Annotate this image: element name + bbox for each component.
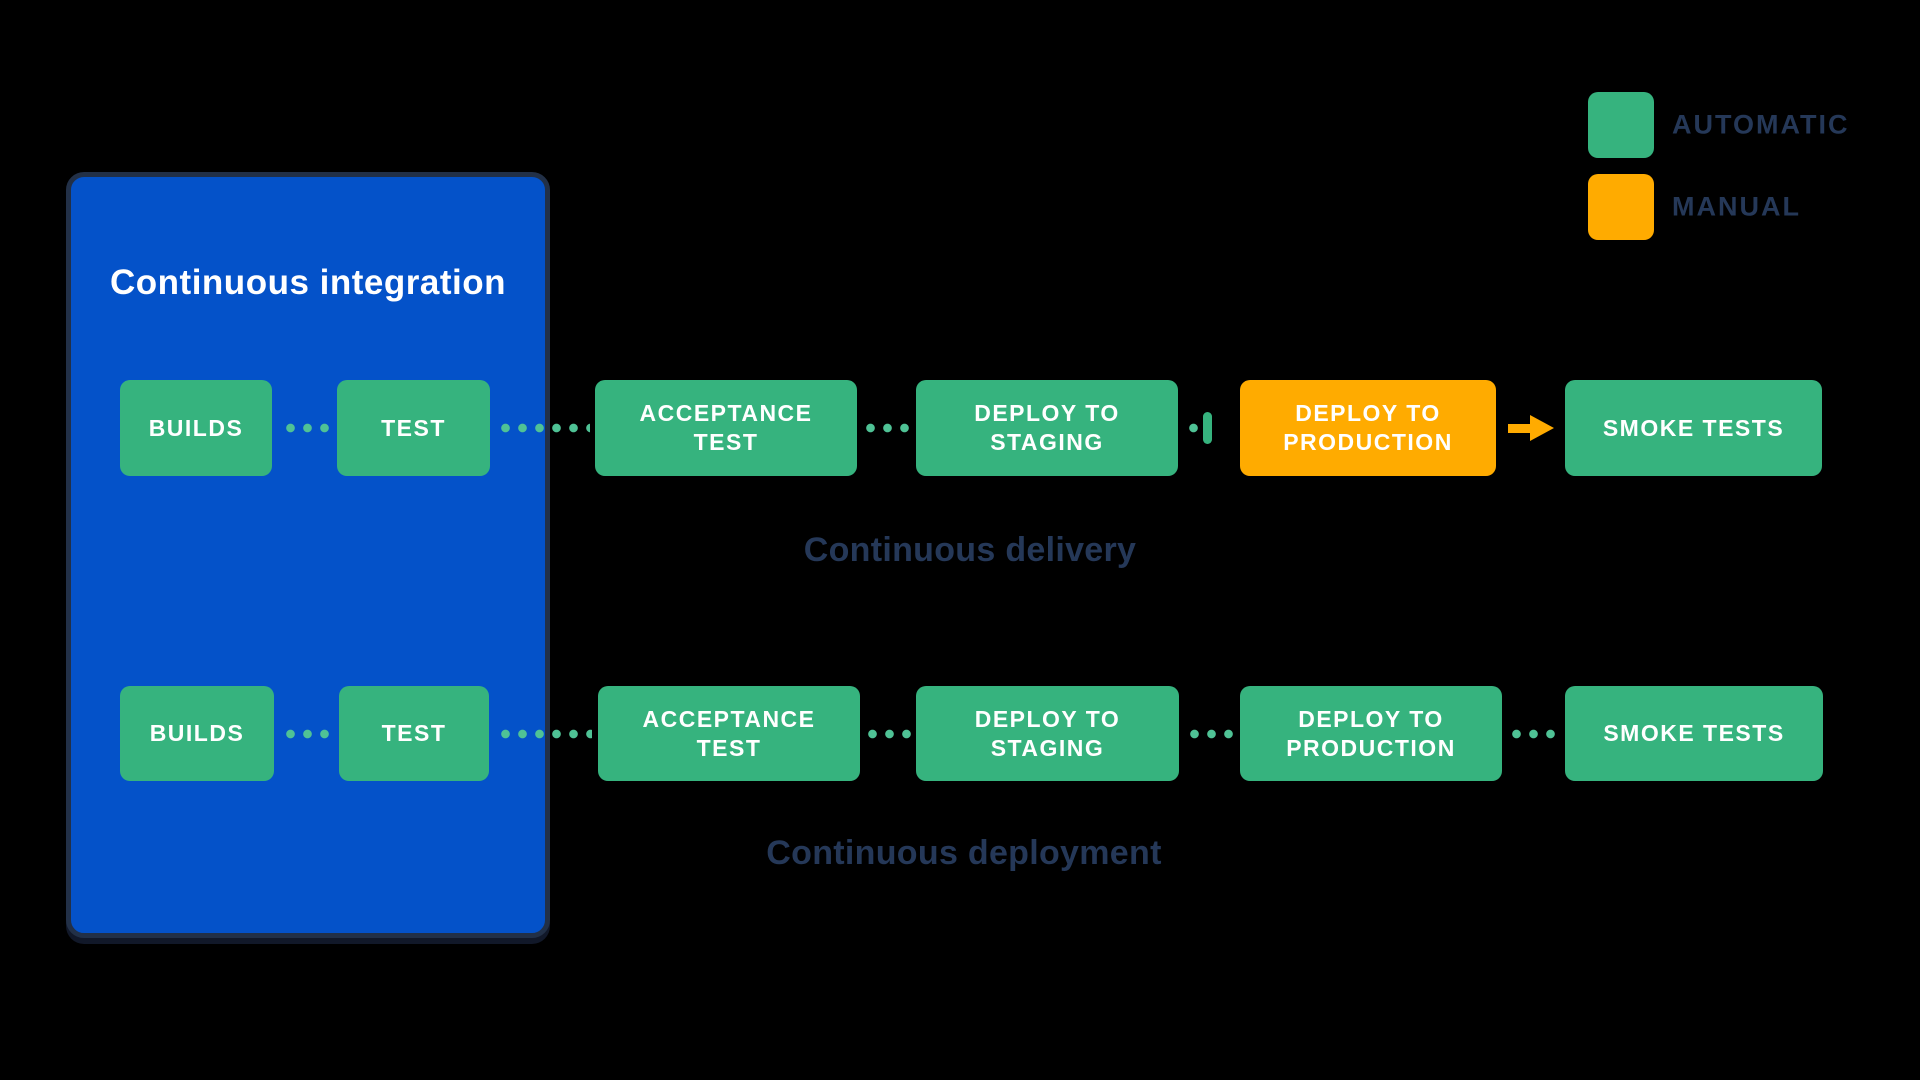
dotted-connector: [497, 728, 592, 740]
continuous-integration-title: Continuous integration: [110, 263, 506, 302]
continuous-integration-group: Continuous integration: [66, 172, 550, 938]
node-smoke-tests-deployment: SMOKE TESTS: [1565, 686, 1823, 781]
arrow-head: [1530, 415, 1554, 441]
dotted-connector: [1186, 728, 1236, 740]
node-acceptance-test-delivery: ACCEPTANCE TEST: [595, 380, 857, 476]
manual-color-swatch: [1588, 174, 1654, 240]
manual-gate-pause-bar-icon: [1203, 412, 1212, 444]
dotted-connector: [864, 728, 912, 740]
node-acceptance-test-deployment: ACCEPTANCE TEST: [598, 686, 860, 781]
continuous-deployment-caption: Continuous deployment: [766, 834, 1162, 872]
node-deploy-to-production-deployment: DEPLOY TO PRODUCTION: [1240, 686, 1502, 781]
dotted-connector: [1508, 728, 1560, 740]
arrow-shaft: [1508, 424, 1534, 433]
continuous-delivery-caption: Continuous delivery: [803, 531, 1137, 569]
dotted-connector: [282, 422, 334, 434]
manual-arrow-icon: [1508, 403, 1556, 453]
node-deploy-to-staging-deployment: DEPLOY TO STAGING: [916, 686, 1179, 781]
node-test-deployment: TEST: [339, 686, 489, 781]
node-deploy-to-staging-delivery: DEPLOY TO STAGING: [916, 380, 1178, 476]
node-builds-deployment: BUILDS: [120, 686, 274, 781]
dotted-connector: [282, 728, 334, 740]
legend-label-manual: MANUAL: [1672, 191, 1801, 222]
legend-label-automatic: AUTOMATIC: [1672, 109, 1850, 140]
node-builds-delivery: BUILDS: [120, 380, 272, 476]
dotted-connector: [862, 422, 912, 434]
automatic-color-swatch: [1588, 92, 1654, 158]
node-test-delivery: TEST: [337, 380, 490, 476]
dotted-connector: [497, 422, 590, 434]
dotted-connector: [1185, 422, 1199, 434]
node-smoke-tests-delivery: SMOKE TESTS: [1565, 380, 1822, 476]
node-deploy-to-production-delivery: DEPLOY TO PRODUCTION: [1240, 380, 1496, 476]
